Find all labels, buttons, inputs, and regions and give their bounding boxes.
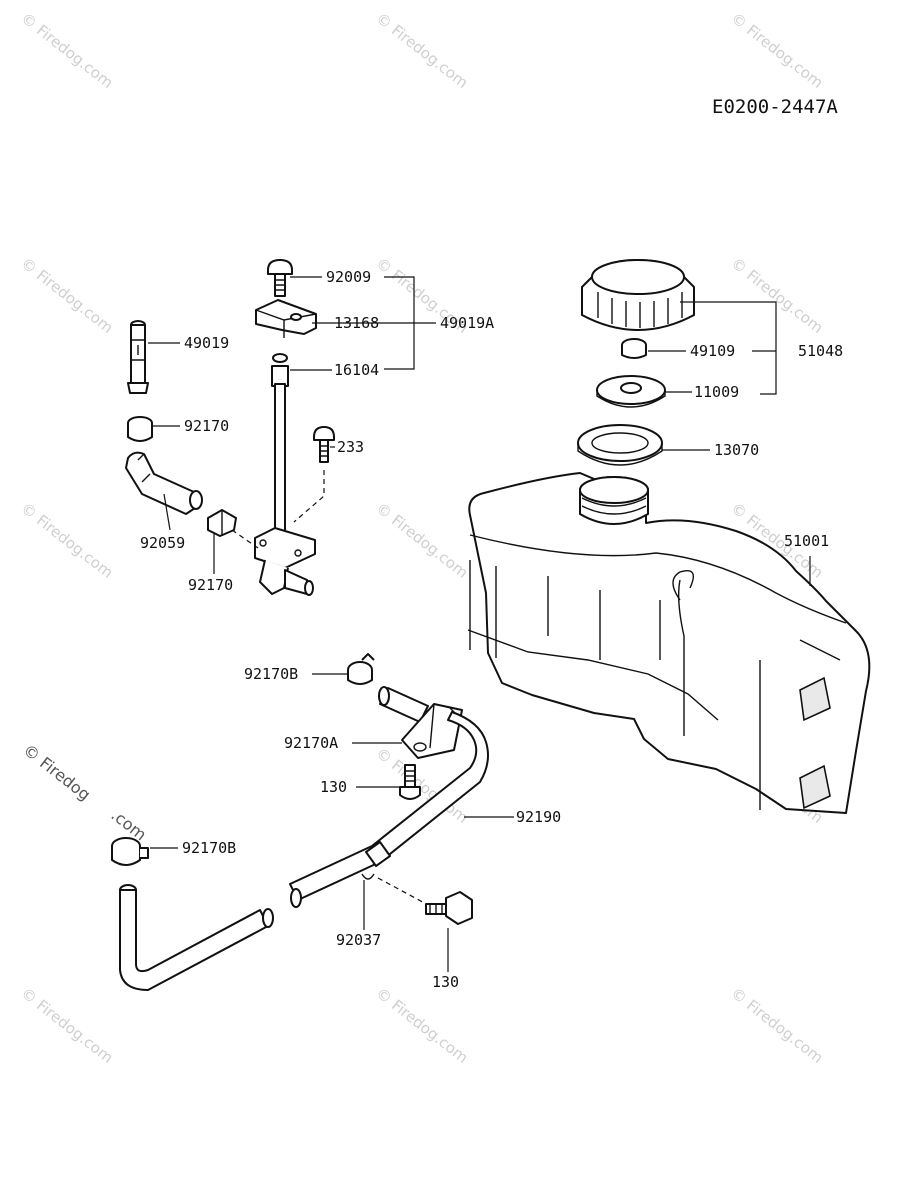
callout-92059: 92059 [140,534,185,552]
watermark: © Firedog.com [373,9,472,92]
callout-49019: 49019 [184,334,229,352]
cap-vent-49109 [621,338,647,359]
watermark: © Firedog.com [728,984,827,1067]
clamp-92170B-left [111,837,149,866]
clamp-92170B-top [347,653,375,685]
callout-49109: 49109 [690,342,735,360]
gasket-11009 [596,375,666,408]
fuel-line-assembly [111,653,489,991]
callout-51001: 51001 [784,532,829,550]
callout-13070: 13070 [714,441,759,459]
callout-92037: 92037 [336,931,381,949]
fuel-tank-51001 [467,472,871,814]
watermark: © Firedog.com [373,499,472,582]
clamp-92170-lower [207,509,237,537]
callout-92009: 92009 [326,268,371,286]
callout-92170B-left: 92170B [182,839,236,857]
leader-lines [148,276,811,972]
fuel-cock-assembly [125,259,335,596]
tank-cap-assembly [577,259,695,466]
watermark-dark: © Firedog [20,740,95,804]
screw-130-upper [399,764,421,800]
watermark: © Firedog.com [728,9,827,92]
callout-233: 233 [337,438,364,456]
callout-92190: 92190 [516,808,561,826]
clamp-92170-upper [127,416,153,442]
callout-130-lower: 130 [432,973,459,991]
hose-92059 [125,451,203,515]
filter-49019 [127,320,149,394]
watermark: © Firedog.com [18,254,117,337]
callout-13168: 13168 [334,314,379,332]
callout-labels: 92009 13168 49019A 16104 49019 92170 233… [140,268,843,991]
shaft-16104 [271,353,289,535]
callout-16104: 16104 [334,361,379,379]
callout-49019A: 49019A [440,314,494,332]
watermark: © Firedog.com [18,9,117,92]
gasket-13070 [577,424,663,466]
knob-13168 [255,299,317,338]
callout-11009: 11009 [694,383,739,401]
screw-92009 [267,259,293,297]
callout-92170-lower: 92170 [188,576,233,594]
watermark: © Firedog.com [18,499,117,582]
fuel-cock-body [254,527,316,596]
fuel-cap [581,259,695,331]
watermark: © Firedog.com [373,984,472,1067]
callout-92170B-top: 92170B [244,665,298,683]
drawing-code: E0200-2447A [712,96,838,118]
bolt-130-lower [425,891,473,925]
hose-lower [119,884,274,991]
watermark: © Firedog.com [728,254,827,337]
callout-92170-upper: 92170 [184,417,229,435]
screw-233 [313,426,335,463]
callout-51048: 51048 [798,342,843,360]
watermark: © Firedog.com [18,984,117,1067]
callout-92170A: 92170A [284,734,338,752]
callout-130-upper: 130 [320,778,347,796]
